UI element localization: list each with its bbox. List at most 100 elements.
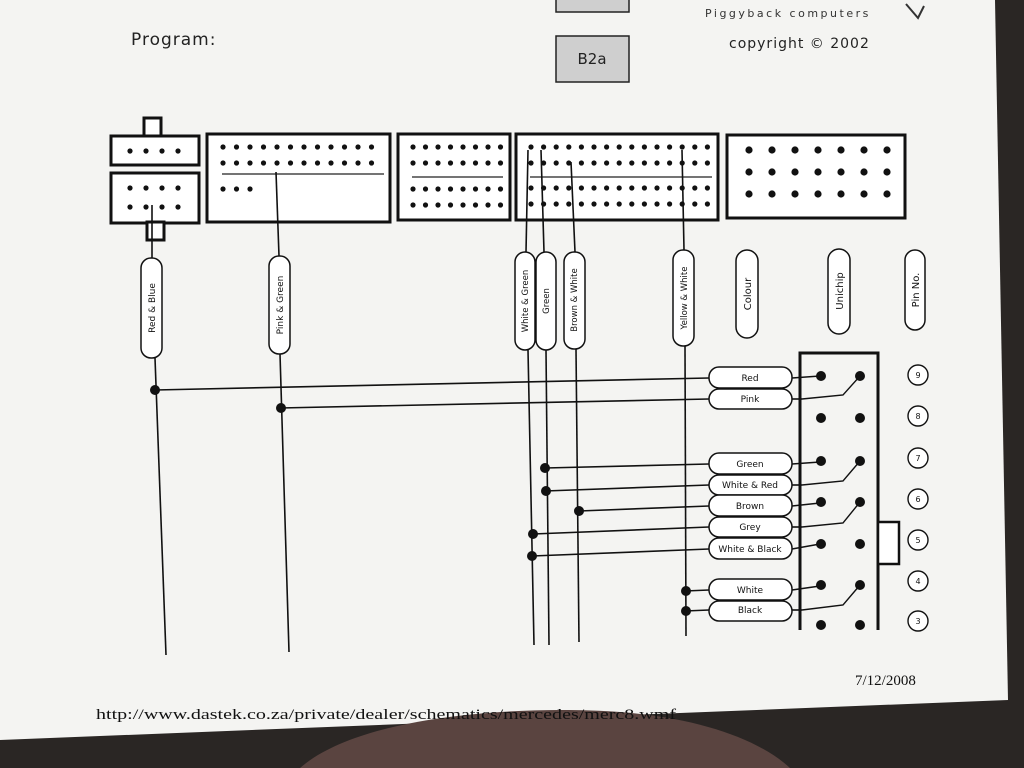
- unichip-connector: [798, 351, 901, 630]
- colour-label-white-black: White & Black: [718, 545, 782, 555]
- connector-pin: [768, 146, 776, 154]
- connector-pin: [629, 160, 635, 166]
- connector-pin: [679, 144, 685, 150]
- connector-pin: [616, 144, 622, 150]
- connector-pin: [629, 144, 635, 150]
- wire-label-white-green: White & Green: [514, 251, 536, 351]
- connector-pin: [667, 144, 673, 150]
- connector-pin: [578, 160, 585, 166]
- program-label: Program:: [131, 30, 216, 50]
- colour-label-green: Green: [736, 460, 763, 470]
- connector-pin: [447, 144, 454, 150]
- connector-pin: [641, 144, 648, 150]
- connector-pin: [641, 160, 648, 166]
- connector-pin: [159, 148, 165, 154]
- connector-pin: [860, 168, 868, 176]
- connector-1: [109, 116, 201, 242]
- wire-label-text: Pink & Green: [276, 276, 286, 335]
- connector-pin: [485, 160, 491, 166]
- brand-logo: [905, 3, 925, 20]
- connector-pin: [143, 148, 149, 154]
- connector-pin: [704, 144, 711, 150]
- pin-number: 3: [915, 617, 920, 626]
- wire-label-text: Brown & White: [570, 268, 580, 331]
- pin-number: 9: [915, 371, 920, 380]
- connector-pin: [883, 146, 891, 154]
- colour-label-black: Black: [738, 606, 763, 616]
- connector-pin: [260, 144, 267, 150]
- connector-pin: [435, 186, 441, 192]
- connector-pin: [472, 202, 479, 208]
- connector-pin: [553, 144, 559, 150]
- connector-pin: [768, 168, 776, 176]
- top-box: [555, 0, 630, 13]
- connector-pin: [883, 190, 891, 198]
- connector-pin: [883, 168, 891, 176]
- colour-label-brown: Brown: [736, 502, 764, 512]
- horizontal-wires: [154, 377, 710, 612]
- connector-pin: [247, 160, 253, 166]
- connector-pin: [791, 146, 799, 154]
- connector-pin: [616, 185, 622, 191]
- connector-pin: [301, 160, 307, 166]
- colour-label-red: Red: [741, 374, 758, 384]
- footer-url: http://www.dastek.co.za/private/dealer/s…: [96, 707, 676, 723]
- connector-pin: [328, 144, 334, 150]
- connector-pin: [745, 190, 753, 198]
- connector-pin: [447, 160, 454, 166]
- connector-pin: [654, 185, 660, 191]
- connector-pin: [704, 185, 711, 191]
- connector-pin: [287, 160, 294, 166]
- connector-pin: [591, 201, 597, 207]
- connector-pin: [497, 144, 504, 150]
- connector-pin: [328, 160, 334, 166]
- foreground-object: [300, 710, 790, 768]
- connector-pin: [528, 144, 534, 150]
- connector-pin: [497, 202, 504, 208]
- connector-pin: [435, 160, 441, 166]
- connector-pin: [127, 204, 133, 210]
- connector-pin: [604, 144, 610, 150]
- connector-pin: [220, 144, 226, 150]
- connector-pin: [233, 144, 240, 150]
- connector-pin: [654, 160, 660, 166]
- connector-pin: [528, 185, 534, 191]
- unichip-leads: [791, 375, 821, 611]
- connector-pin: [704, 201, 711, 207]
- connector-pin: [692, 144, 698, 150]
- connector-pin: [667, 160, 673, 166]
- connector-pin: [368, 160, 375, 166]
- connector-pin: [553, 201, 559, 207]
- pin-number: 4: [915, 577, 920, 586]
- connector-pin: [287, 144, 294, 150]
- connector-pin: [447, 202, 454, 208]
- connector-pin: [528, 160, 534, 166]
- connector-pin: [159, 204, 165, 210]
- connector-pin: [591, 185, 597, 191]
- connector-pin: [143, 185, 149, 191]
- connector-pin: [485, 202, 491, 208]
- connector-pin: [604, 201, 610, 207]
- connector-pin: [410, 202, 416, 208]
- connector-pin: [578, 201, 585, 207]
- connector-pin: [410, 160, 416, 166]
- connector-pin: [604, 185, 610, 191]
- connector-pin: [814, 168, 822, 176]
- connector-pin: [260, 160, 267, 166]
- pin-number: 7: [915, 454, 920, 463]
- connector-pin: [578, 144, 585, 150]
- brand-name: Piggyback computers: [705, 7, 871, 20]
- connector-pin: [667, 185, 673, 191]
- connector-pin: [301, 144, 307, 150]
- connector-pin: [497, 160, 504, 166]
- pin-number-circles: [907, 364, 929, 632]
- connector-pin: [422, 202, 429, 208]
- connector-pin: [616, 201, 622, 207]
- connector-pin: [768, 190, 776, 198]
- connector-pin: [641, 185, 648, 191]
- colour-label-white: White: [737, 586, 764, 596]
- connector-pin: [541, 144, 547, 150]
- connector-pins: [127, 144, 891, 210]
- column-header-unichip: Unichip: [827, 248, 851, 335]
- connector-pin: [541, 160, 547, 166]
